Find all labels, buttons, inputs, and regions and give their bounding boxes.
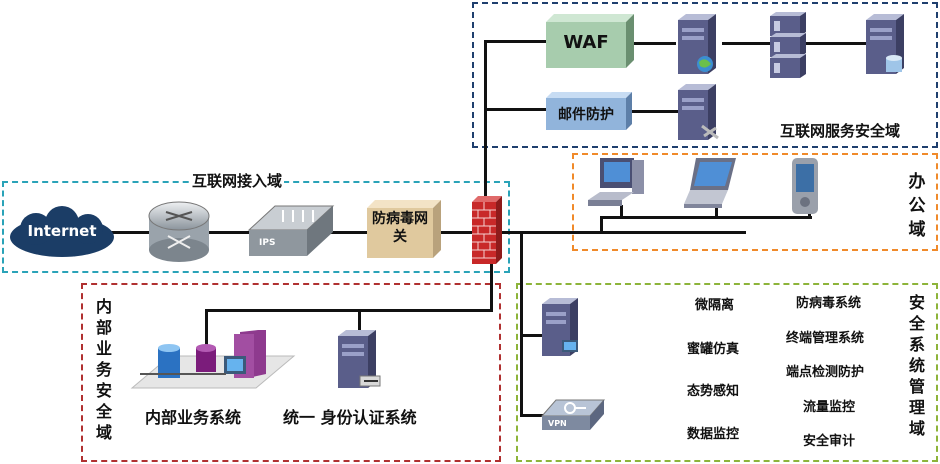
- office-zone: [572, 153, 938, 251]
- func-edr: 端点检测防护: [786, 365, 865, 380]
- vpn-device: VPN: [540, 394, 606, 434]
- web-server: [672, 14, 720, 76]
- func-honeypot: 蜜罐仿真: [687, 342, 740, 357]
- dmz-vertical-line: [484, 40, 487, 200]
- vpn-tag: VPN: [548, 419, 567, 428]
- mgmt-link-2: [520, 414, 544, 417]
- pda-icon: [792, 158, 818, 214]
- auth-server: [334, 330, 384, 390]
- internal-system-caption: 内部业务系统: [145, 408, 242, 427]
- func-antivirus-system: 防病毒系统: [796, 296, 862, 311]
- database-server: [860, 14, 910, 76]
- auth-server-icon: [338, 330, 381, 388]
- office-join: [600, 216, 603, 234]
- office-trunk-line: [496, 231, 746, 234]
- app-server-stack: [766, 12, 810, 78]
- waf-server-link: [628, 42, 676, 45]
- auth-system-caption: 统一 身份认证系统: [283, 408, 417, 427]
- ips-icon: [247, 205, 335, 256]
- laptop-icon: [684, 158, 736, 208]
- internal-vertical-line: [490, 262, 493, 312]
- desktop-pc: [586, 156, 648, 218]
- internal-drop-1: [205, 309, 208, 355]
- mail-box-icon: [546, 92, 632, 130]
- web-server-icon: [678, 14, 716, 74]
- func-situation-awareness: 态势感知: [687, 384, 740, 399]
- internal-business-zone-label: 内部业务安全域: [95, 297, 112, 442]
- mgmt-link-1: [520, 334, 544, 337]
- waf-box-icon: [546, 14, 634, 68]
- desktop-icon: [588, 158, 644, 206]
- office-drop-1: [620, 205, 623, 219]
- database-server-icon: [866, 14, 904, 74]
- func-security-audit: 安全审计: [803, 434, 856, 449]
- gateway-box-icon: [367, 200, 441, 258]
- office-bus-line: [600, 216, 812, 219]
- waf-link-line: [484, 40, 548, 43]
- mail-server: [674, 84, 724, 142]
- mgmt-server: [538, 298, 584, 358]
- office-drop-2: [715, 205, 718, 219]
- internal-drop-2: [358, 309, 361, 339]
- func-traffic-monitoring: 流量监控: [803, 400, 856, 415]
- mail-protection-device: 邮件防护: [546, 92, 632, 130]
- mail-server-icon: [678, 84, 719, 140]
- internet-service-zone-label: 互联网服务安全域: [780, 122, 901, 140]
- internet-access-zone-label: 互联网接入域: [190, 170, 285, 191]
- office-zone-label: 办公域: [908, 172, 926, 240]
- ips-device: IPS: [245, 200, 337, 262]
- func-micro-isolation: 微隔离: [695, 298, 735, 313]
- internal-bus-line: [205, 309, 493, 312]
- mail-link-line: [484, 108, 548, 111]
- server-stack-icon: [770, 12, 806, 78]
- antivirus-gateway: 防病毒网关: [367, 200, 441, 258]
- internal-business-zone: [81, 283, 501, 462]
- internal-business-system: [130, 330, 296, 392]
- waf-label: WAF: [563, 32, 609, 53]
- firewall: [472, 196, 502, 264]
- ips-tag: IPS: [259, 238, 276, 248]
- mail-protection-label: 邮件防护: [558, 107, 614, 123]
- cloud-icon: [10, 206, 114, 257]
- business-system-icon: [130, 330, 296, 389]
- mail-server-link: [626, 110, 678, 113]
- mobile-device: [786, 156, 826, 218]
- security-mgmt-zone: [516, 283, 938, 462]
- internet-label: Internet: [27, 222, 97, 240]
- antivirus-gateway-label: 防病毒网关: [372, 211, 428, 245]
- security-mgmt-zone-label: 安全系统管理域: [908, 293, 925, 438]
- waf-device: WAF: [546, 14, 634, 68]
- func-endpoint-mgmt: 终端管理系统: [786, 331, 865, 346]
- vpn-icon: [540, 399, 606, 430]
- mgmt-vertical-line: [520, 231, 523, 417]
- mgmt-server-icon: [542, 298, 578, 356]
- router: [146, 196, 212, 266]
- router-icon: [148, 201, 210, 262]
- func-data-monitoring: 数据监控: [687, 427, 740, 442]
- internet-cloud: Internet: [6, 205, 118, 260]
- firewall-icon: [472, 196, 502, 264]
- laptop: [680, 156, 744, 218]
- internet-service-zone: [472, 2, 938, 148]
